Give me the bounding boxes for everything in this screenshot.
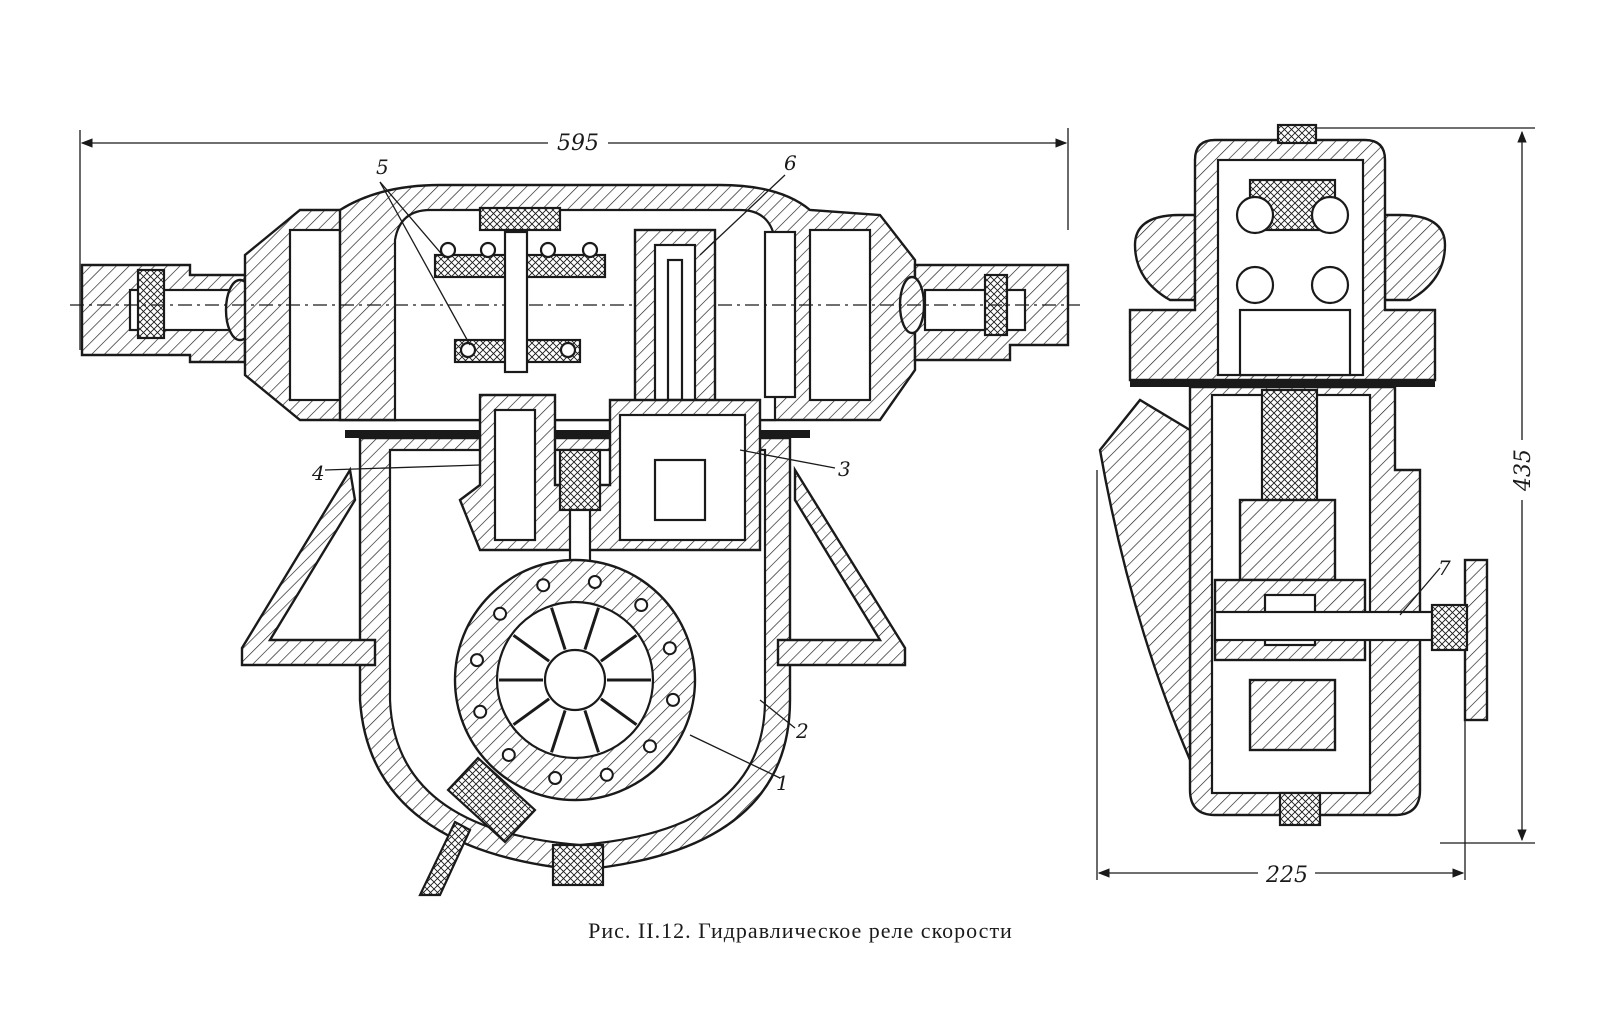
valve-block-4	[458, 393, 762, 592]
rotor-bolt	[536, 578, 551, 593]
side-angled-inlet	[1098, 398, 1192, 761]
rotor-vane	[512, 697, 550, 726]
front-view	[70, 128, 1080, 897]
rotor-vanes	[499, 607, 651, 753]
rotor-vane	[600, 697, 638, 726]
callout-7: 7	[1438, 556, 1451, 580]
side-view	[1096, 123, 1535, 880]
rotor-bolts	[469, 574, 681, 786]
rotor-vane	[583, 709, 600, 753]
left-union-nut	[136, 268, 166, 340]
rotor-vane	[583, 607, 600, 651]
upper-cavity	[393, 208, 777, 422]
rotor-bolt	[473, 704, 488, 719]
rotor-bolt	[634, 598, 649, 613]
rotor-bolt	[642, 739, 657, 754]
vent-fitting	[418, 820, 472, 897]
left-chamber	[288, 228, 342, 402]
contact-assembly	[433, 206, 607, 374]
drain-plug	[551, 843, 605, 887]
rotor-vane	[550, 709, 567, 753]
rotor-bolt	[587, 574, 602, 589]
rotor-bolt	[469, 653, 484, 668]
rotor-vane	[600, 634, 638, 663]
rotor-vane	[512, 634, 550, 663]
rotor-1	[453, 558, 697, 802]
dimension-595	[79, 128, 1069, 350]
side-top-lug	[1133, 213, 1197, 302]
side-top-cap	[1276, 123, 1318, 145]
side-gasket	[1130, 380, 1435, 387]
rotor-bolt	[493, 606, 508, 621]
filter-cartridge	[446, 756, 537, 844]
callout-4: 4	[311, 461, 325, 485]
rotor-bolt	[599, 767, 614, 782]
label-435: 435	[1511, 449, 1536, 492]
rotor-bolt	[501, 747, 516, 762]
label-595: 595	[557, 131, 599, 156]
dimension-435	[1310, 127, 1535, 844]
figure-caption: Рис. II.12. Гидравлическое реле скорости	[588, 918, 1013, 943]
callout-6: 6	[784, 151, 797, 175]
callout-1: 1	[776, 771, 789, 795]
side-valve-stem	[1260, 388, 1319, 522]
side-top-lug-right	[1383, 213, 1447, 302]
callout-leaders	[324, 174, 836, 779]
callout-leader-7	[1399, 567, 1441, 616]
side-coil	[1238, 308, 1352, 377]
callout-3: 3	[838, 457, 851, 481]
rotor-bolt	[548, 771, 563, 786]
side-drain-plug	[1278, 791, 1322, 827]
gasket	[345, 430, 810, 438]
right-bracket	[776, 465, 907, 667]
label-225: 225	[1265, 863, 1308, 888]
callout-5: 5	[376, 155, 389, 179]
rotor-vane	[550, 607, 567, 651]
right-chamber-inner	[763, 230, 797, 399]
side-lower-bearing	[1248, 678, 1337, 752]
piston-cylinder-6	[633, 228, 717, 412]
rotor-bolt	[662, 641, 677, 656]
callout-2: 2	[795, 719, 809, 743]
side-valve-body	[1238, 498, 1337, 582]
side-coupling-flange	[1463, 558, 1489, 722]
side-shaft-7	[1213, 610, 1437, 642]
rotor-bolt	[666, 692, 681, 707]
right-chamber	[808, 228, 872, 402]
left-bracket	[240, 466, 377, 667]
right-outlet-bore	[923, 288, 1027, 332]
